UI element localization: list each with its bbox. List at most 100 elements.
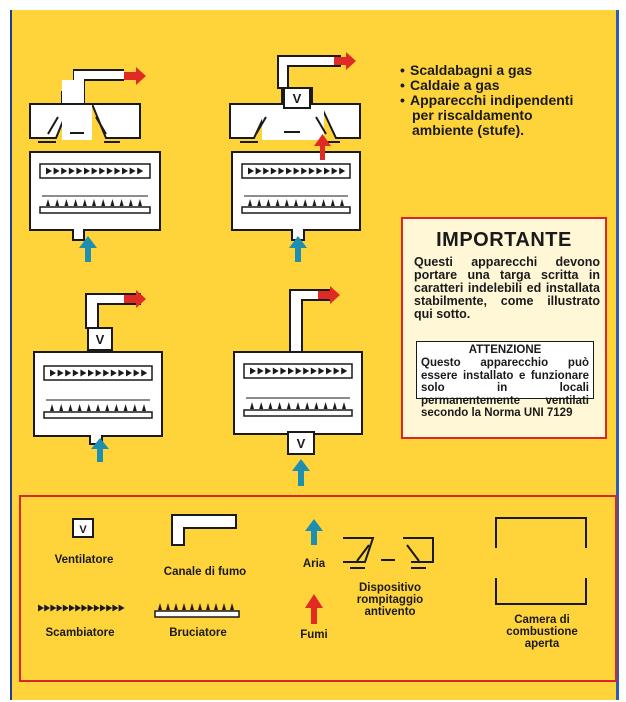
- legend-label-smoke: Fumi: [300, 629, 328, 641]
- important-notice: IMPORTANTE Questi apparecchi devono port…: [401, 217, 607, 439]
- burner-flame: [64, 199, 69, 206]
- heat-exchanger-chevron: [339, 167, 346, 175]
- heat-exchanger-chevron: [50, 369, 56, 377]
- legend-burner-flame: [190, 603, 194, 610]
- air-arrow-icon: [79, 236, 97, 262]
- legend-burner-flame: [158, 603, 162, 610]
- legend-label-diverter: Dispositivo rompitaggio antivento: [356, 582, 424, 618]
- legend-combustion-chamber-icon: [495, 517, 587, 605]
- heat-exchanger-chevron: [76, 167, 83, 175]
- svg-text:V: V: [96, 332, 105, 347]
- legend-exchanger-chevron: [62, 604, 69, 612]
- attention-title: ATTENZIONE: [468, 344, 542, 356]
- legend: [19, 495, 617, 682]
- smoke-arrow-icon: [318, 286, 340, 304]
- heat-exchanger-chevron: [84, 167, 90, 175]
- heat-exchanger-chevron: [129, 167, 136, 175]
- burner-flame: [138, 199, 142, 206]
- heat-exchanger-chevron: [122, 167, 128, 175]
- burner-flame: [86, 404, 91, 411]
- legend-exchanger-chevron: [75, 604, 82, 612]
- heat-exchanger-chevron: [270, 167, 277, 175]
- smoke-arrow-icon: [124, 67, 146, 85]
- burner-flame: [332, 402, 337, 409]
- burner-flame: [294, 199, 298, 206]
- burner-flame: [296, 402, 300, 409]
- legend-burner-flame: [198, 603, 202, 610]
- fan-icon-diagram-4: V: [287, 431, 315, 455]
- burner-flame: [340, 199, 344, 206]
- legend-burner-flame: [222, 603, 226, 610]
- heat-exchanger-chevron: [288, 367, 294, 375]
- burner-flame: [286, 402, 291, 409]
- legend-burner-flame: [182, 603, 186, 610]
- legend-label-flue: Canale di fumo: [163, 566, 247, 578]
- legend-burner-flame: [214, 603, 218, 610]
- heat-exchanger-chevron: [341, 367, 348, 375]
- heat-exchanger-chevron: [114, 167, 121, 175]
- heat-exchanger-chevron: [326, 367, 332, 375]
- heat-exchanger-chevron: [331, 167, 338, 175]
- burner-flame: [50, 404, 54, 411]
- burner-flame: [77, 404, 82, 411]
- smoke-arrow-icon: [124, 290, 146, 308]
- legend-label-chamber: Camera di combustione aperta: [506, 614, 578, 650]
- burner-flame: [321, 199, 326, 206]
- heat-exchanger-chevron: [46, 167, 52, 175]
- diagram-2-draft-diverter: [229, 103, 272, 139]
- burner-flame: [92, 199, 96, 206]
- heat-exchanger-chevron: [110, 369, 117, 377]
- burner-flame: [259, 402, 264, 409]
- heat-exchanger-chevron: [137, 167, 144, 175]
- legend-exchanger-chevron: [50, 604, 57, 612]
- burner-flame: [59, 404, 64, 411]
- burner-flame: [123, 404, 128, 411]
- heat-exchanger-chevron: [257, 367, 264, 375]
- heat-exchanger-chevron: [318, 367, 325, 375]
- legend-fan-icon: [72, 518, 94, 538]
- heat-exchanger-chevron: [301, 167, 308, 175]
- legend-burner-flame: [230, 603, 234, 610]
- burner-flame: [312, 199, 317, 206]
- heat-exchanger-chevron: [57, 369, 64, 377]
- legend-exchanger-chevron: [118, 604, 125, 612]
- heat-exchanger-chevron: [91, 167, 98, 175]
- burner-flame: [277, 402, 282, 409]
- heat-exchanger-chevron: [308, 167, 315, 175]
- heat-exchanger-chevron: [316, 167, 323, 175]
- legend-burner-flame: [174, 603, 178, 610]
- legend-label-exchanger: Scambiatore: [45, 627, 115, 639]
- fan-icon-diagram-3: V: [87, 327, 113, 351]
- burner-flame: [82, 199, 87, 206]
- heat-exchanger-chevron: [310, 367, 317, 375]
- heat-exchanger-chevron: [250, 367, 256, 375]
- bullet-item: •Scaldabagni a gas: [400, 62, 533, 78]
- legend-exchanger-chevron: [100, 604, 106, 612]
- heat-exchanger-chevron: [106, 167, 113, 175]
- svg-text:V: V: [79, 524, 87, 536]
- legend-exchanger-chevron: [106, 604, 113, 612]
- burner-flame: [110, 199, 115, 206]
- heat-exchanger-chevron: [278, 167, 285, 175]
- burner-flame: [132, 404, 137, 411]
- burner-flame: [105, 404, 110, 411]
- burner-flame: [119, 199, 124, 206]
- burner-flame: [305, 402, 310, 409]
- attention-notice: ATTENZIONE Questo apparecchio può essere…: [416, 341, 594, 419]
- air-arrow-icon: [289, 236, 307, 262]
- diagram-1-draft-diverter: [29, 103, 72, 139]
- heat-exchanger-chevron: [280, 367, 287, 375]
- legend-burner-flame: [166, 603, 170, 610]
- attention-text: Questo apparecchio può essere installato…: [421, 357, 589, 419]
- heat-exchanger-chevron: [118, 369, 125, 377]
- heat-exchanger-chevron: [61, 167, 68, 175]
- legend-label-fan: Ventilatore: [54, 554, 114, 566]
- legend-exchanger-chevron: [56, 604, 63, 612]
- air-arrow-icon: [292, 459, 310, 486]
- heat-exchanger-chevron: [53, 167, 60, 175]
- burner-flame: [268, 402, 273, 409]
- burner-flame: [266, 199, 271, 206]
- legend-exchanger-chevron: [93, 604, 100, 612]
- legend-label-burner: Bruciatore: [169, 627, 227, 639]
